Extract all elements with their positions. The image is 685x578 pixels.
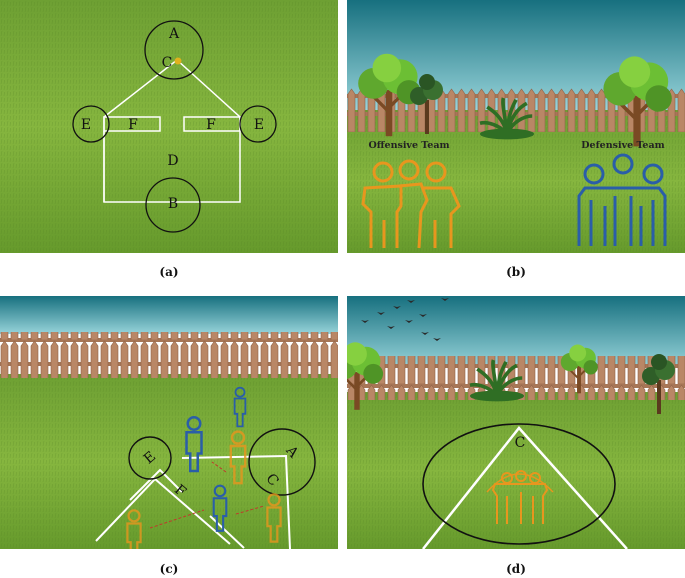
- caption-b: (b): [506, 265, 526, 279]
- label-f-right: F: [206, 117, 216, 133]
- offense-team-icon: [486, 470, 554, 524]
- zone-a-circle: [144, 20, 204, 80]
- defense-team-icon: [577, 153, 667, 246]
- caption-c: (c): [159, 562, 179, 576]
- panel-b-teams: Offensive Team Defensive Team: [347, 0, 685, 253]
- label-f-left: F: [128, 117, 138, 133]
- offense-team-icon: [361, 159, 461, 249]
- movement-arrows: [149, 461, 265, 529]
- zone-e-right-circle: [239, 105, 277, 143]
- defensive-team-label: Defensive Team: [581, 140, 664, 151]
- bird-icon: [361, 298, 449, 341]
- zone-a-circle: [248, 428, 316, 496]
- label-c: C: [515, 435, 526, 451]
- label-c: C: [162, 55, 173, 71]
- caption-a: (a): [159, 265, 179, 279]
- label-e-left: E: [81, 117, 91, 133]
- label-a: A: [168, 26, 180, 42]
- field-lines: [422, 426, 628, 549]
- label-e-right: E: [254, 117, 264, 133]
- panel-d-zone-c: C: [347, 296, 685, 549]
- label-d: D: [167, 153, 178, 169]
- zone-c-circle: [422, 423, 616, 545]
- ball-icon: [174, 57, 182, 65]
- panel-c-gameplay: E A C F: [0, 296, 338, 549]
- label-b: B: [168, 196, 178, 212]
- fence: [0, 332, 338, 378]
- zone-b-circle: [145, 177, 201, 233]
- zone-e-circle: [128, 436, 172, 480]
- offensive-team-label: Offensive Team: [368, 140, 449, 151]
- caption-d: (d): [506, 562, 526, 576]
- field-lines: [95, 454, 291, 549]
- panel-a-field-layout: A C E E F F D B: [0, 0, 338, 253]
- zone-e-left-circle: [72, 105, 110, 143]
